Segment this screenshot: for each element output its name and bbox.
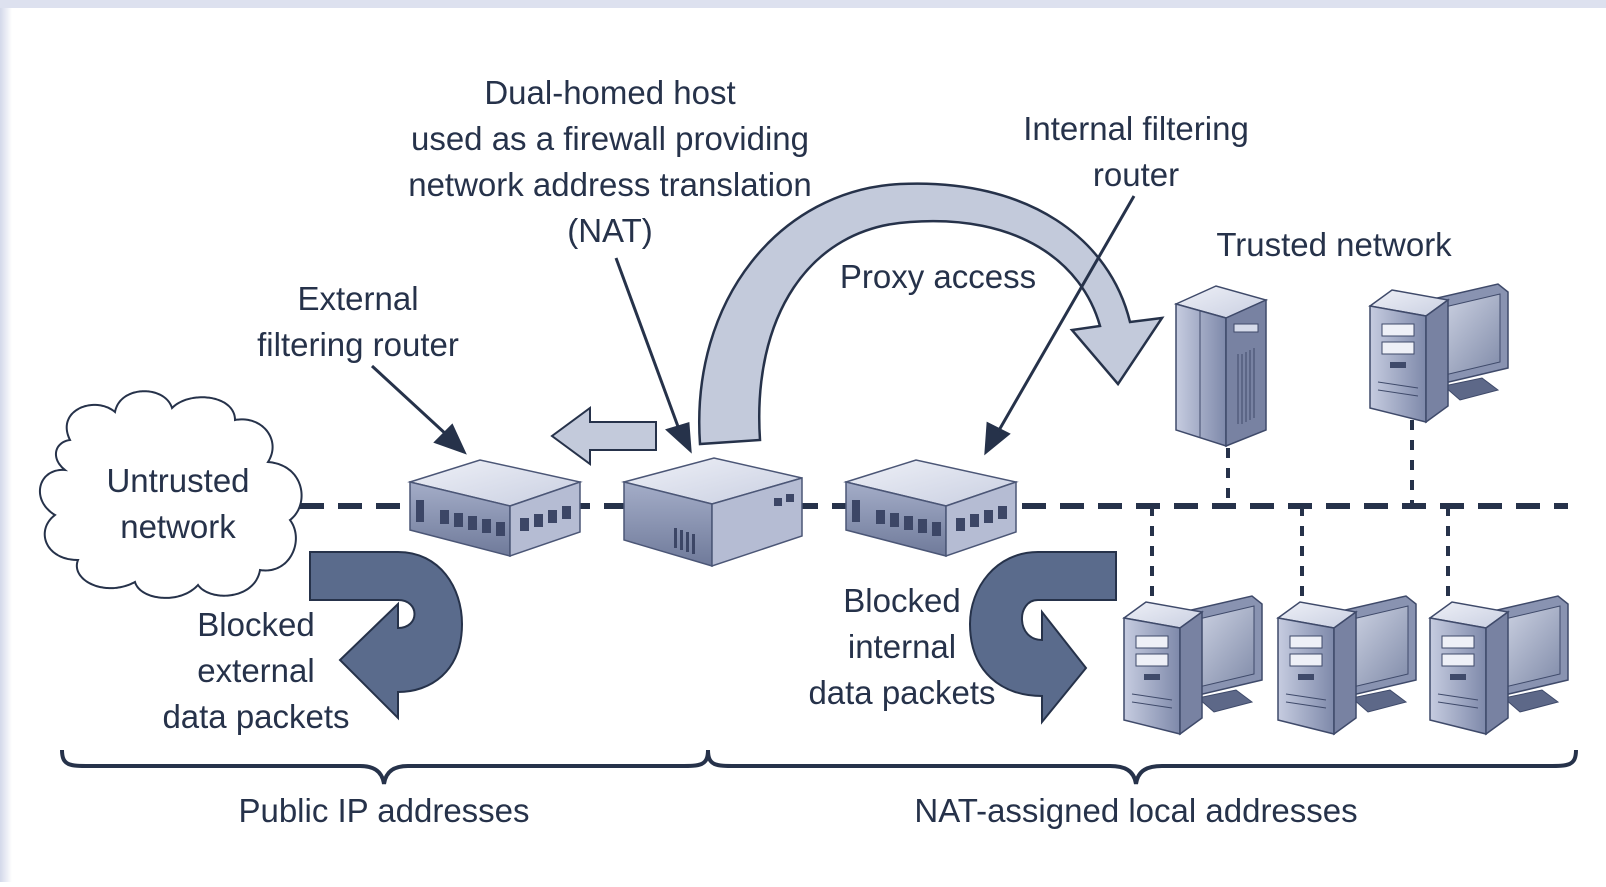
router-icon bbox=[409, 459, 581, 557]
blocked-internal-label-line2: internal bbox=[848, 628, 956, 665]
blocked-external-arrow bbox=[309, 551, 464, 721]
slide-frame-left bbox=[0, 0, 12, 882]
nat-local-label: NAT-assigned local addresses bbox=[914, 792, 1357, 829]
blocked-internal-arrow bbox=[968, 551, 1117, 725]
proxy-access-arrow bbox=[697, 182, 1165, 446]
dual-homed-label-line4: (NAT) bbox=[567, 212, 653, 249]
workstation-icon bbox=[1429, 595, 1569, 735]
untrusted-network-label-line2: network bbox=[120, 508, 236, 545]
dual-homed-label-line1: Dual-homed host bbox=[484, 74, 735, 111]
cloud-icon bbox=[38, 390, 303, 599]
public-ip-brace bbox=[60, 749, 710, 785]
network-drop-lines bbox=[1150, 420, 1450, 600]
dual-homed-label-line2: used as a firewall providing bbox=[411, 120, 809, 157]
blocked-external-label-line1: Blocked bbox=[197, 606, 314, 643]
blocked-external-label-line3: data packets bbox=[162, 698, 349, 735]
router-icon bbox=[845, 459, 1017, 557]
callout-pointers bbox=[370, 195, 1136, 456]
outbound-arrow bbox=[550, 406, 657, 466]
workstation-icon bbox=[1369, 283, 1509, 423]
public-ip-label: Public IP addresses bbox=[238, 792, 529, 829]
external-router-label-line1: External bbox=[297, 280, 418, 317]
slide-frame-top bbox=[0, 0, 1606, 8]
internal-router-label-line1: Internal filtering bbox=[1023, 110, 1249, 147]
workstation-icon bbox=[1277, 595, 1417, 735]
untrusted-network-label-line1: Untrusted bbox=[106, 462, 249, 499]
blocked-internal-label-line1: Blocked bbox=[843, 582, 960, 619]
blocked-external-label-line2: external bbox=[197, 652, 314, 689]
dual-homed-label-line3: network address translation bbox=[408, 166, 812, 203]
proxy-access-label: Proxy access bbox=[840, 258, 1036, 295]
internal-router-label-line2: router bbox=[1093, 156, 1179, 193]
external-router-label-line2: filtering router bbox=[257, 326, 459, 363]
blocked-internal-label-line3: data packets bbox=[808, 674, 995, 711]
nat-local-brace bbox=[706, 749, 1578, 785]
trusted-network-label: Trusted network bbox=[1216, 226, 1452, 263]
server-tower-icon bbox=[1173, 285, 1269, 448]
firewall-host-icon bbox=[621, 457, 803, 568]
workstation-icon bbox=[1123, 595, 1263, 735]
